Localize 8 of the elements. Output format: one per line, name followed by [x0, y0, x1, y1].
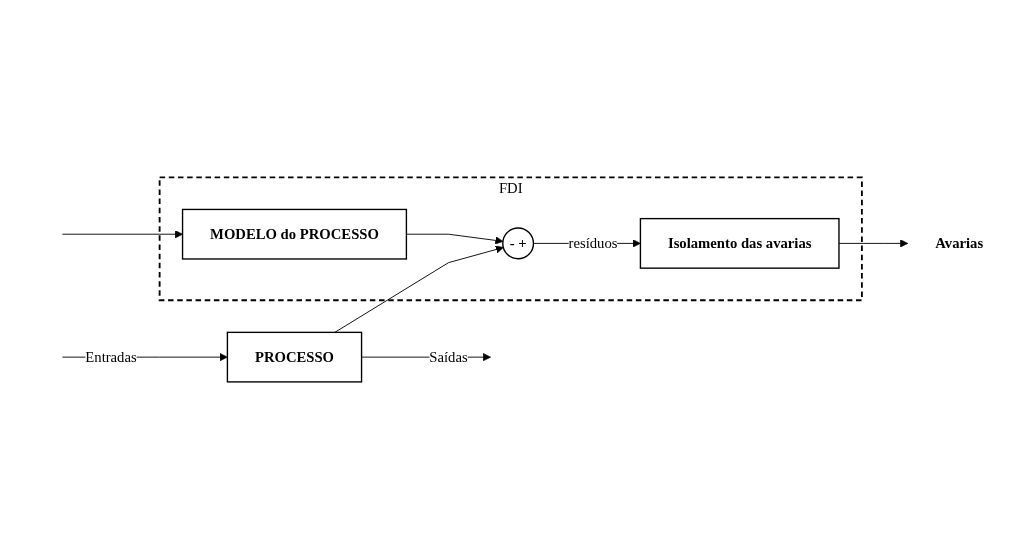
edge-label: Entradas — [85, 349, 137, 365]
node-box: PROCESSO — [226, 332, 363, 383]
node-box: Isolamento das avarias — [639, 218, 840, 270]
node-text: Avarias — [935, 235, 984, 252]
edge-label: resíduos — [568, 235, 618, 252]
node-circle: - + — [502, 227, 535, 260]
node-box: MODELO do PROCESSO — [181, 209, 408, 261]
edge-label: Saídas — [429, 349, 468, 365]
